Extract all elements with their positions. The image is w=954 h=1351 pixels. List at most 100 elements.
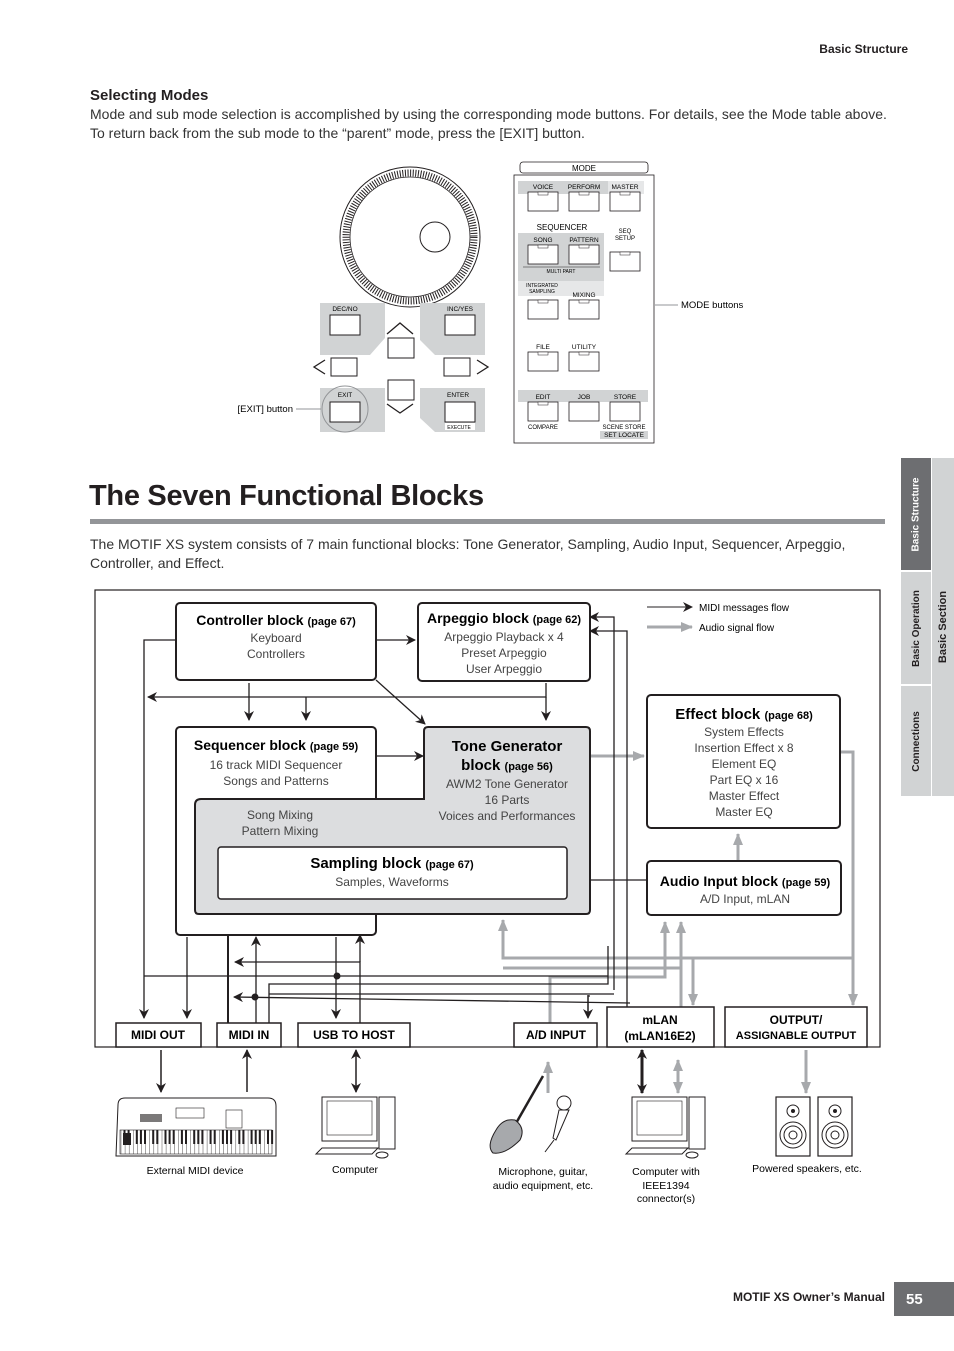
edit-label: EDIT xyxy=(536,394,551,401)
usb-to-host-port: USB TO HOST xyxy=(297,1022,411,1048)
footer-manual-title: MOTIF XS Owner’s Manual xyxy=(732,1290,885,1304)
pattern-label: PATTERN xyxy=(569,237,599,244)
perform-label: PERFORM xyxy=(568,184,601,191)
utility-label: UTILITY xyxy=(572,344,597,351)
audio-equipment-caption: Microphone, guitar, xyxy=(498,1166,587,1178)
panel-label: SCENE STORE xyxy=(603,425,646,431)
ad-input-label: A/D INPUT xyxy=(526,1028,587,1042)
mixing-line: Song Mixing xyxy=(247,808,313,822)
running-head: Basic Structure xyxy=(819,42,908,56)
controller-block: Controller block (page 67) Keyboard Cont… xyxy=(175,602,377,681)
panel-label: INTEGRATED xyxy=(526,283,558,289)
intro-paragraph: The MOTIF XS system consists of 7 main f… xyxy=(90,536,846,571)
svg-text:Sequencer block (page 59): Sequencer block (page 59) xyxy=(194,737,359,753)
master-mode-button[interactable] xyxy=(609,191,641,212)
song-mode-button[interactable] xyxy=(527,244,559,265)
effect-line: Insertion Effect x 8 xyxy=(694,741,793,755)
execute-label: EXECUTE xyxy=(447,425,471,431)
ieee-caption-1: Computer with xyxy=(632,1166,700,1178)
functional-blocks-diagram: MIDI messages flow Audio signal flow xyxy=(94,589,881,1205)
exit-label: EXIT xyxy=(338,392,352,399)
tone-generator-title: Tone Generator xyxy=(452,738,563,755)
mixing-label: MIXING xyxy=(572,292,595,299)
tone-generator-page: (page 56) xyxy=(505,761,554,773)
ieee1394-computer-icon xyxy=(624,1096,706,1159)
edit-mode-button[interactable] xyxy=(527,401,559,422)
ieee-caption-3: connector(s) xyxy=(637,1193,695,1205)
sequencer-block-page: (page 59) xyxy=(310,741,359,753)
arpeggio-line: User Arpeggio xyxy=(466,662,542,676)
tone-generator-line: 16 Parts xyxy=(485,793,530,807)
svg-text:Effect block (page 68): Effect block (page 68) xyxy=(675,706,813,723)
svg-text:Controller block (page 67): Controller block (page 67) xyxy=(196,612,356,628)
output-port: OUTPUT/ASSIGNABLE OUTPUT xyxy=(724,1006,868,1048)
controller-block-title: Controller block xyxy=(196,612,304,628)
page-title: The Seven Functional Blocks xyxy=(89,480,484,512)
arpeggio-line: Arpeggio Playback x 4 xyxy=(444,630,564,644)
guitar-icon xyxy=(489,1075,545,1154)
tab-basic-operation[interactable]: Basic Operation xyxy=(901,572,931,684)
store-label: STORE xyxy=(614,394,637,401)
cursor-up-button[interactable] xyxy=(386,322,415,359)
mode-panel-illustration: DEC/NO INC/YES EXIT ENTER EXECUTE [EXIT]… xyxy=(238,161,744,444)
inc-yes-button[interactable] xyxy=(444,314,476,336)
effect-block-title: Effect block xyxy=(675,706,761,723)
utility-mode-button[interactable] xyxy=(568,351,600,372)
audio-input-title: Audio Input block xyxy=(660,873,778,889)
enter-button[interactable] xyxy=(444,401,476,423)
section-heading-selecting-modes: Selecting Modes xyxy=(90,87,209,104)
microphone-icon xyxy=(544,1095,572,1153)
sampling-block-title: Sampling block xyxy=(310,855,422,872)
tab-label: Basic Operation xyxy=(910,589,922,667)
tab-basic-section[interactable]: Basic Section xyxy=(932,458,954,796)
sequencer-line: Songs and Patterns xyxy=(223,774,328,788)
dec-no-button[interactable] xyxy=(329,314,361,336)
speakers-caption: Powered speakers, etc. xyxy=(752,1163,862,1175)
store-mode-button[interactable] xyxy=(609,401,641,422)
sequencer-block-title: Sequencer block xyxy=(194,737,306,753)
mixing-mode-button[interactable] xyxy=(568,299,600,320)
tab-label: Connections xyxy=(910,710,922,772)
output-label: OUTPUT/ xyxy=(770,1013,823,1027)
tab-basic-structure[interactable]: Basic Structure xyxy=(901,458,931,570)
voice-mode-button[interactable] xyxy=(527,191,559,212)
enter-label: ENTER xyxy=(447,392,469,399)
exit-button[interactable] xyxy=(329,401,361,423)
tab-connections[interactable]: Connections xyxy=(901,686,931,796)
arpeggio-block-page: (page 62) xyxy=(533,614,582,626)
mlan-port: mLAN(mLAN16E2) xyxy=(606,1006,715,1048)
cursor-left-button[interactable] xyxy=(312,357,358,377)
panel-label: MULTI PART xyxy=(547,269,576,275)
speakers-icon xyxy=(775,1096,853,1157)
panel-label: SEQUENCER xyxy=(537,223,588,232)
controller-line: Keyboard xyxy=(250,631,301,645)
svg-text:Audio Input block (page 59): Audio Input block (page 59) xyxy=(660,873,831,889)
song-label: SONG xyxy=(533,237,552,244)
file-mode-button[interactable] xyxy=(527,351,559,372)
tone-generator-line: Voices and Performances xyxy=(439,809,576,823)
computer-icon xyxy=(314,1096,396,1159)
seq-setup-mode-button[interactable] xyxy=(609,251,641,272)
effect-line: Part EQ x 16 xyxy=(710,773,779,787)
cursor-down-button[interactable] xyxy=(386,379,415,414)
mode-buttons-callout: MODE buttons xyxy=(681,300,744,311)
sampling-block-page: (page 67) xyxy=(425,859,474,871)
sampling-block: Sampling block (page 67) Samples, Wavefo… xyxy=(217,846,568,900)
file-label: FILE xyxy=(536,344,550,351)
perform-mode-button[interactable] xyxy=(568,191,600,212)
svg-text:Arpeggio block (page 62): Arpeggio block (page 62) xyxy=(427,610,581,626)
midi-in-label: MIDI IN xyxy=(229,1028,270,1042)
effect-line: Element EQ xyxy=(712,757,777,771)
ad-input-port: A/D INPUT xyxy=(513,1022,598,1048)
panel-label: COMPARE xyxy=(528,425,558,431)
integrated-sampling-mode-button[interactable] xyxy=(527,299,559,320)
mode-label: MODE xyxy=(572,164,596,173)
job-mode-button[interactable] xyxy=(568,401,600,422)
mixing-line: Pattern Mixing xyxy=(242,824,319,838)
master-label: MASTER xyxy=(611,184,638,191)
effect-block-page: (page 68) xyxy=(764,710,813,722)
tab-label: Basic Section xyxy=(937,590,950,664)
pattern-mode-button[interactable] xyxy=(568,244,600,265)
panel-label: SET LOCATE xyxy=(604,432,645,439)
cursor-right-button[interactable] xyxy=(443,357,490,377)
